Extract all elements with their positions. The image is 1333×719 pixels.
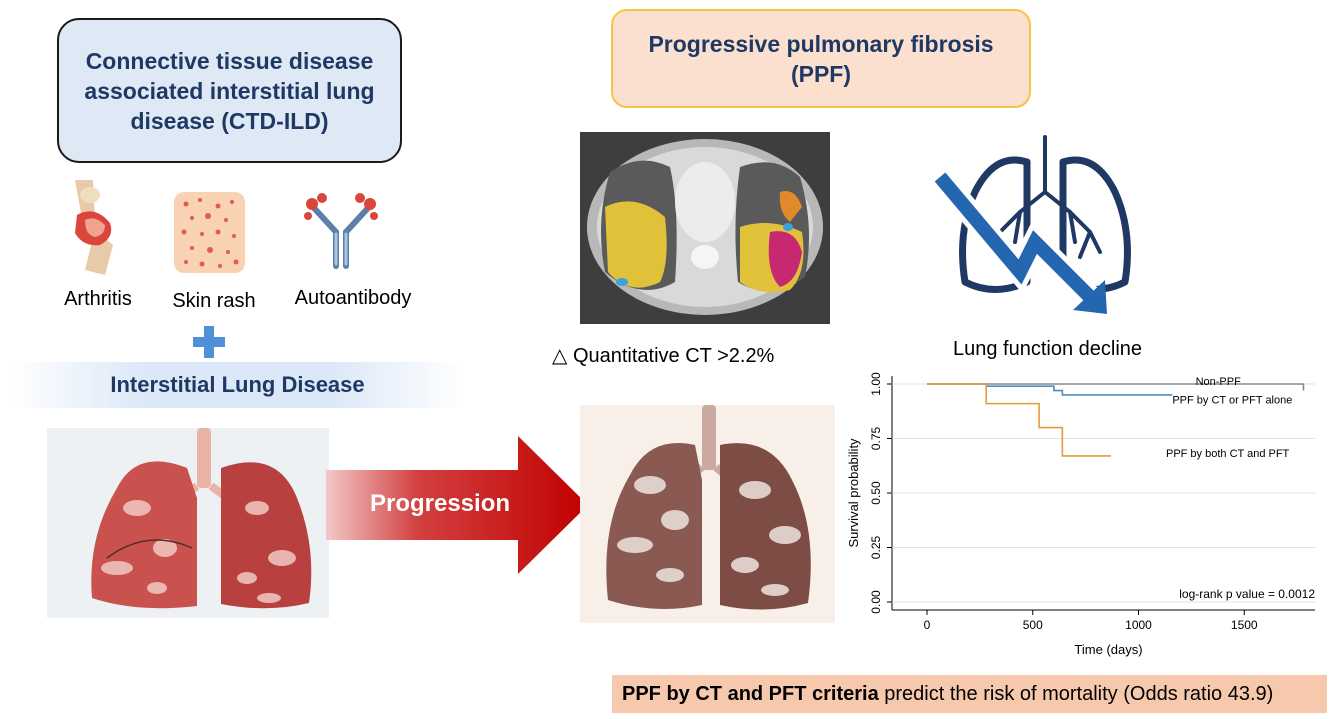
y-tick-label: 0.75	[869, 426, 883, 450]
y-tick-label: 0.00	[869, 590, 883, 614]
x-tick-label: 0	[924, 618, 931, 632]
conclusion-rest: predict the risk of mortality (Odds rati…	[878, 683, 1274, 705]
series-label-2: PPF by CT or PFT alone	[1172, 395, 1292, 407]
lung-function-decline-icon	[930, 132, 1155, 322]
y-tick-label: 0.50	[869, 481, 883, 505]
ctd-ild-title: Connective tissue disease associated int…	[84, 47, 375, 134]
series-line-1	[927, 383, 1305, 391]
y-axis-label: Survival probability	[846, 438, 861, 548]
survival-chart: 0.000.250.500.751.000500100015002000Time…	[840, 360, 1333, 665]
x-tick-label: 1500	[1231, 618, 1258, 632]
ppf-lung-image	[580, 405, 835, 623]
ct-caption: △ Quantitative CT >2.2%	[552, 345, 775, 367]
joint-icon	[65, 175, 135, 280]
ild-banner	[10, 362, 465, 408]
antibody-icon	[300, 190, 385, 270]
ild-banner-text: Interstitial Lung Disease	[110, 372, 365, 397]
ppf-title-box: Progressive pulmonary fibrosis (PPF)	[611, 9, 1031, 108]
autoantibody-label: Autoantibody	[294, 287, 412, 309]
skin-rash-label: Skin rash	[172, 290, 256, 312]
ct-scan-image	[580, 132, 830, 324]
x-axis-label: Time (days)	[1074, 642, 1142, 657]
ppf-title-line1: Progressive pulmonary fibrosis	[648, 30, 994, 57]
series-line-2	[927, 383, 1173, 396]
series-label-3: PPF by both CT and PFT	[1166, 448, 1290, 460]
ild-lung-image	[47, 428, 329, 618]
series-line-3	[927, 383, 1112, 457]
conclusion-box: PPF by CT and PFT criteria predict the r…	[612, 675, 1327, 713]
x-tick-label: 500	[1023, 618, 1043, 632]
y-tick-label: 1.00	[869, 372, 883, 396]
log-rank-annotation: log-rank p value = 0.0012	[1179, 587, 1315, 601]
ctd-ild-title-box: Connective tissue disease associated int…	[57, 18, 402, 163]
progression-arrow	[326, 436, 588, 574]
conclusion-bold: PPF by CT and PFT criteria	[622, 683, 879, 705]
progression-label: Progression	[369, 490, 511, 517]
x-tick-label: 1000	[1125, 618, 1152, 632]
y-tick-label: 0.25	[869, 535, 883, 559]
survival-chart-svg: 0.000.250.500.751.000500100015002000Time…	[846, 372, 1315, 657]
arthritis-label: Arthritis	[64, 288, 132, 310]
skin-rash-icon	[172, 190, 247, 275]
lung-function-caption: Lung function decline	[953, 338, 1143, 360]
ppf-title-line2: (PPF)	[790, 60, 852, 87]
series-label-1: Non-PPF	[1196, 376, 1242, 388]
plus-icon	[192, 325, 226, 359]
